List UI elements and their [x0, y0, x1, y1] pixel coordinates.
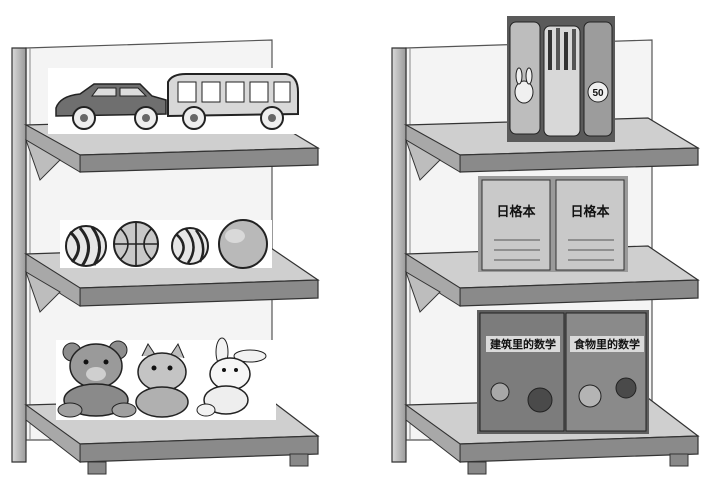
ball-icon	[171, 227, 209, 265]
ball-icon	[113, 221, 159, 267]
notebooks-picture: 日格本 日格本	[478, 176, 628, 272]
pencil-case-picture: 50	[507, 16, 615, 142]
left-shelf-unit	[11, 39, 321, 475]
book: 建筑里的数学	[479, 312, 565, 432]
right-shelf-unit: 50 日格本 日格本	[391, 16, 701, 475]
notebook-title: 日格本	[570, 204, 609, 220]
ball-icon	[218, 219, 268, 269]
toy-vehicles-picture	[48, 68, 299, 134]
pencil-case-badge: 50	[592, 88, 604, 99]
ball-icon	[65, 225, 107, 267]
rabbit-sticker-icon	[514, 67, 534, 104]
toy-car-icon	[55, 83, 167, 130]
notebook: 日格本	[481, 179, 551, 271]
toy-bus-icon	[167, 73, 299, 130]
pencil-icon	[548, 28, 576, 70]
left-shelf-board-3	[24, 397, 320, 475]
teddy-bear-icon	[57, 340, 137, 418]
toy-rabbit-icon	[196, 337, 267, 417]
teddy-cat-icon	[135, 342, 189, 418]
balls-picture	[60, 219, 272, 269]
book-title: 食物里的数学	[574, 337, 640, 351]
badge-circle	[587, 81, 609, 103]
books-picture: 建筑里的数学 食物里的数学	[477, 310, 649, 434]
book-title: 建筑里的数学	[490, 337, 556, 351]
stuffed-animals-picture	[56, 337, 276, 420]
notebook: 日格本	[555, 179, 625, 271]
notebook-title: 日格本	[496, 204, 535, 220]
book: 食物里的数学	[565, 312, 647, 432]
